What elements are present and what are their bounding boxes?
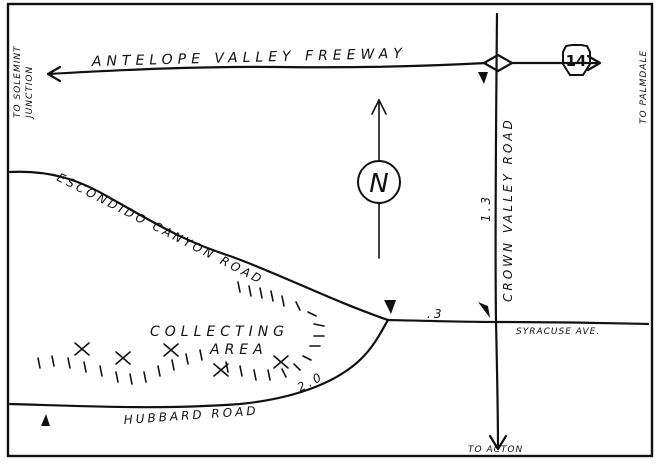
x-marker: [163, 343, 179, 357]
crown-distance-label: 1.3: [479, 194, 493, 222]
west-destination-label-1: TO SOLEMINT: [13, 45, 23, 118]
north-symbol: N: [369, 169, 388, 199]
north-arrow: N: [357, 98, 401, 259]
crown-valley-road: [488, 12, 508, 451]
east-destination-label: TO PALMDALE: [639, 50, 649, 124]
route-shield: 14: [562, 44, 591, 76]
south-destination-label: TO ACTON: [468, 445, 523, 455]
escondido-canyon-road: [8, 170, 390, 322]
hubbard-road: [8, 318, 390, 409]
syracuse-distance-label: .3: [427, 307, 444, 321]
collecting-site-markers: [74, 342, 289, 377]
freeway-road: [46, 53, 602, 83]
x-marker: [74, 342, 90, 356]
turn-marker-arrows: [41, 72, 490, 426]
escondido-road-label: ESCONDIDO CANYON ROAD: [55, 170, 267, 287]
x-marker: [213, 363, 229, 377]
collecting-area-hatching: [37, 281, 325, 385]
syracuse-road-label: SYRACUSE AVE.: [516, 327, 600, 337]
x-marker: [115, 351, 131, 365]
hubbard-distance-label: 2.0: [295, 369, 326, 395]
syracuse-ave-road: [386, 318, 650, 326]
turn-arrow-escondido: [384, 300, 396, 314]
crown-road-label: CROWN VALLEY ROAD: [501, 117, 515, 302]
route-shield-number: 14: [566, 52, 587, 70]
turn-arrow-crown: [478, 302, 490, 318]
turn-arrow-hubbard: [41, 414, 50, 426]
turn-arrow-freeway: [478, 72, 488, 84]
collecting-area-label-2: AREA: [209, 342, 268, 358]
collecting-area-label-1: COLLECTING: [150, 324, 289, 340]
map-border: [6, 2, 654, 458]
west-destination-label-2: JUNCTION: [25, 66, 35, 120]
x-marker: [273, 355, 289, 369]
